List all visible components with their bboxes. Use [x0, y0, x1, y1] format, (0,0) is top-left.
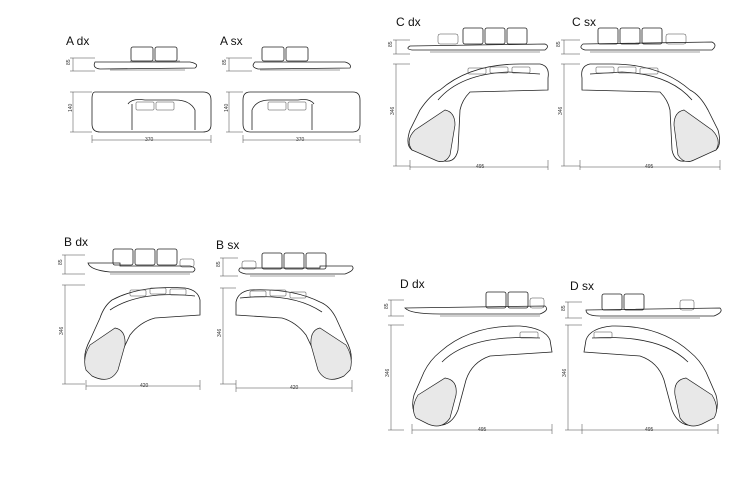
a-dx-depth-dim: 140 — [68, 103, 74, 112]
variant-b-dx-label: B dx — [64, 235, 88, 249]
c-dx-width-dim: 495 — [476, 164, 485, 170]
a-sx-height-dim: 85 — [222, 59, 228, 65]
variant-b-dx: B dx 85 346 420 — [58, 235, 201, 390]
variant-c-dx: C dx 85 346 495 — [388, 15, 549, 170]
variant-b-sx-label: B sx — [216, 238, 239, 252]
variant-d-sx-label: D sx — [570, 279, 594, 293]
variant-d-dx-label: D dx — [400, 277, 425, 291]
d-dx-side-view: 85 — [384, 291, 548, 317]
c-sx-width-dim: 495 — [645, 164, 654, 170]
d-sx-depth-dim: 346 — [562, 368, 568, 377]
variant-c-sx-label: C sx — [572, 15, 596, 29]
c-sx-side-view: 85 — [556, 27, 716, 55]
a-sx-width-dim: 370 — [296, 137, 305, 143]
c-dx-depth-dim: 346 — [390, 106, 396, 115]
b-dx-side-view: 85 — [58, 248, 196, 275]
d-sx-side-view: 85 — [561, 293, 722, 319]
d-sx-width-dim: 495 — [645, 427, 654, 433]
c-dx-top-view: 346 495 — [390, 63, 549, 170]
variant-c-sx: C sx 85 346 495 — [556, 15, 721, 170]
c-sx-top-view: 346 495 — [558, 63, 721, 170]
b-sx-width-dim: 420 — [290, 385, 299, 391]
b-dx-depth-dim: 346 — [59, 326, 65, 335]
variant-a-dx-label: A dx — [66, 34, 89, 48]
c-dx-side-view: 85 — [388, 27, 548, 55]
b-sx-height-dim: 85 — [216, 261, 222, 267]
b-dx-height-dim: 85 — [58, 259, 64, 265]
variant-d-dx: D dx 85 346 495 — [384, 277, 553, 434]
c-sx-height-dim: 85 — [556, 41, 562, 47]
b-dx-width-dim: 420 — [140, 383, 149, 389]
b-sx-top-view: 346 420 — [217, 287, 353, 392]
a-sx-top-view: 140 370 — [224, 91, 361, 143]
variant-a-dx: A dx 85 140 370 — [66, 34, 212, 143]
b-sx-depth-dim: 346 — [217, 328, 223, 337]
d-dx-depth-dim: 346 — [385, 368, 391, 377]
b-sx-side-view: 85 — [216, 252, 354, 277]
variant-d-sx: D sx 85 346 495 — [561, 279, 722, 434]
c-sx-depth-dim: 346 — [558, 106, 564, 115]
c-dx-height-dim: 85 — [388, 41, 394, 47]
a-sx-depth-dim: 140 — [224, 103, 230, 112]
a-dx-height-dim: 85 — [66, 59, 72, 65]
d-dx-top-view: 346 495 — [385, 324, 553, 434]
a-sx-side-view: 85 — [222, 46, 351, 72]
b-dx-top-view: 346 420 — [59, 284, 201, 390]
variant-b-sx: B sx 85 346 420 — [216, 238, 354, 392]
a-dx-width-dim: 370 — [145, 137, 154, 143]
a-dx-top-view: 140 370 — [68, 91, 212, 143]
variant-a-sx-label: A sx — [220, 34, 243, 48]
d-sx-top-view: 346 495 — [562, 324, 719, 434]
d-dx-width-dim: 495 — [478, 427, 487, 433]
variant-a-sx: A sx 85 140 370 — [220, 34, 361, 143]
d-sx-height-dim: 85 — [561, 305, 567, 311]
variant-c-dx-label: C dx — [396, 15, 421, 29]
a-dx-side-view: 85 — [66, 46, 198, 72]
d-dx-height-dim: 85 — [384, 303, 390, 309]
